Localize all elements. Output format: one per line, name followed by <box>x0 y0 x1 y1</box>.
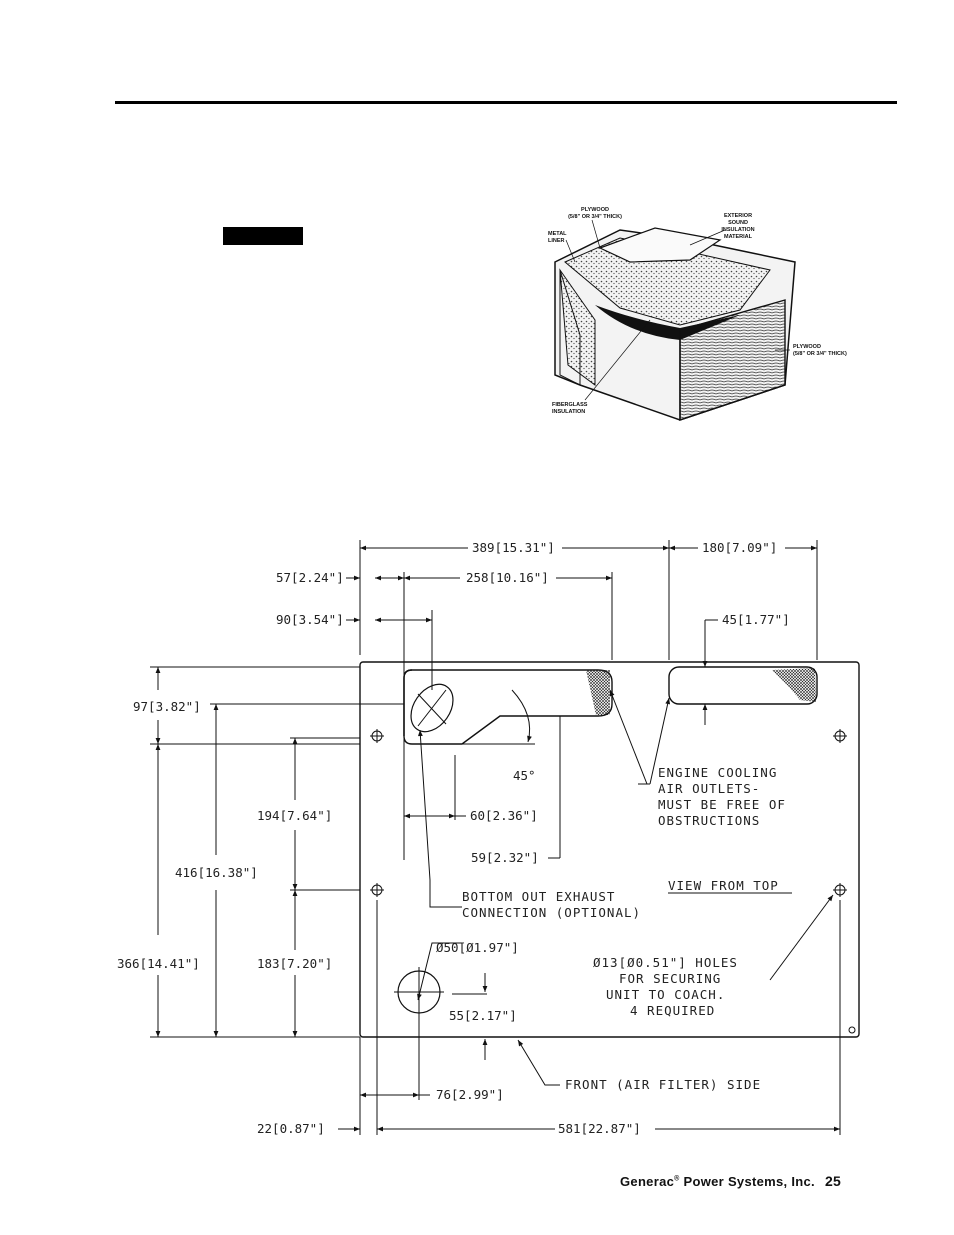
label-exterior-sound: SOUND <box>728 220 748 226</box>
dim-258: 258[10.16"] <box>466 570 549 585</box>
label-fiberglass: FIBERGLASS <box>552 402 588 408</box>
label-plywood-top-thickness: (5/8" OR 3/4" THICK) <box>568 214 622 220</box>
dim-389: 389[15.31"] <box>472 540 555 555</box>
footer-registered-mark: ® <box>674 1175 680 1183</box>
label-plywood-side-thickness: (5/8" OR 3/4" THICK) <box>793 351 847 357</box>
metal-liner-dark <box>595 305 740 340</box>
exterior-material-top <box>598 227 722 263</box>
dim-59: 59[2.32"] <box>471 850 539 865</box>
note-holes-3: UNIT TO COACH. <box>606 987 725 1002</box>
dim-57: 57[2.24"] <box>276 570 344 585</box>
dim-90: 90[3.54"] <box>276 612 344 627</box>
footer-company-rest: Power Systems, Inc. <box>679 1174 815 1189</box>
footer-company: Generac <box>620 1174 675 1189</box>
label-plywood-side: PLYWOOD <box>793 344 821 350</box>
dim-97: 97[3.82"] <box>133 699 201 714</box>
dim-diameter-50: Ø50[Ø1.97"] <box>436 940 519 955</box>
redacted-label-bar <box>223 227 303 245</box>
note-holes-2: FOR SECURING <box>619 971 721 986</box>
dim-angle-45: 45° <box>513 768 536 783</box>
label-fiberglass-insulation: INSULATION <box>552 409 585 415</box>
dim-416: 416[16.38"] <box>175 865 258 880</box>
label-exterior-insulation: INSULATION <box>721 227 754 233</box>
note-cooling-1: ENGINE COOLING <box>658 765 777 780</box>
header-rule <box>115 101 897 104</box>
dim-22: 22[0.87"] <box>257 1121 325 1136</box>
mounting-holes <box>370 729 847 897</box>
label-exterior-material: MATERIAL <box>724 234 753 240</box>
exhaust-connection <box>410 683 454 733</box>
note-exhaust-1: BOTTOM OUT EXHAUST <box>462 889 615 904</box>
note-cooling-3: MUST BE FREE OF <box>658 797 786 812</box>
page-number: 25 <box>824 1173 842 1189</box>
dim-55: 55[2.17"] <box>449 1008 517 1023</box>
label-metal-liner-2: LINER <box>548 238 565 244</box>
left-outlet-hatch <box>586 670 610 715</box>
generator-outline <box>359 661 860 1038</box>
label-exterior: EXTERIOR <box>724 213 752 219</box>
right-air-outlet <box>668 666 818 705</box>
dim-45: 45[1.77"] <box>722 612 790 627</box>
right-outlet-hatch <box>772 668 816 702</box>
dim-183: 183[7.20"] <box>257 956 332 971</box>
label-metal-liner: METAL <box>548 231 567 237</box>
note-front-side: FRONT (AIR FILTER) SIDE <box>565 1077 761 1092</box>
note-holes-1: Ø13[Ø0.51"] HOLES <box>593 955 738 970</box>
dim-366: 366[14.41"] <box>117 956 200 971</box>
label-plywood-top: PLYWOOD <box>581 207 609 213</box>
dim-60: 60[2.36"] <box>470 808 538 823</box>
dim-581: 581[22.87"] <box>558 1121 641 1136</box>
dim-76: 76[2.99"] <box>436 1087 504 1102</box>
note-exhaust-2: CONNECTION (OPTIONAL) <box>462 905 641 920</box>
view-from-top-drawing: 389[15.31"] 180[7.09"] 57[2.24"] 258[10.… <box>117 540 860 1136</box>
dim-180: 180[7.09"] <box>702 540 777 555</box>
sound-insulation-figure: PLYWOOD (5/8" OR 3/4" THICK) METAL LINER… <box>548 207 847 421</box>
note-view-from-top: VIEW FROM TOP <box>668 878 779 893</box>
note-cooling-4: OBSTRUCTIONS <box>658 813 760 828</box>
note-cooling-2: AIR OUTLETS- <box>658 781 760 796</box>
dim-194: 194[7.64"] <box>257 808 332 823</box>
note-holes-4: 4 REQUIRED <box>630 1003 715 1018</box>
left-air-outlet <box>403 669 613 745</box>
page-footer: Generac® Power Systems, Inc. 25 <box>620 1173 841 1189</box>
